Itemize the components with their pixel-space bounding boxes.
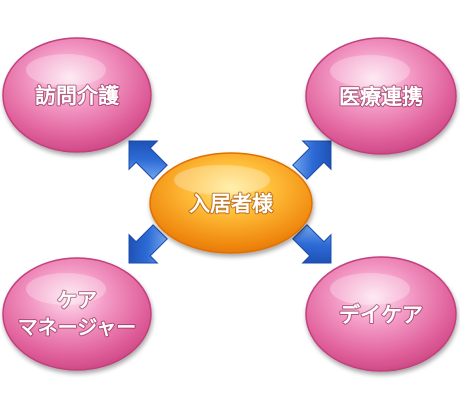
- node-home-care-label: 訪問介護: [35, 84, 120, 108]
- arrow-top-right-icon: [292, 140, 332, 180]
- node-day-care: デイケア: [305, 256, 457, 372]
- node-care-manager-label-line1: ケア: [57, 288, 97, 312]
- arrow-bottom-left-icon: [128, 224, 168, 264]
- node-residents-label: 入居者様: [189, 192, 274, 216]
- arrow-top-left-icon: [128, 140, 168, 180]
- node-medical-cooperation-label: 医療連携: [339, 85, 423, 109]
- node-home-care: 訪問介護: [2, 37, 152, 153]
- node-medical-cooperation: 医療連携: [305, 37, 457, 155]
- arrow-bottom-right-icon: [292, 224, 332, 264]
- node-care-manager-label-line2: マネージャー: [18, 315, 137, 339]
- node-residents: 入居者様: [149, 152, 313, 254]
- node-care-manager: ケア マネージャー: [2, 257, 152, 371]
- node-day-care-label: デイケア: [339, 303, 423, 327]
